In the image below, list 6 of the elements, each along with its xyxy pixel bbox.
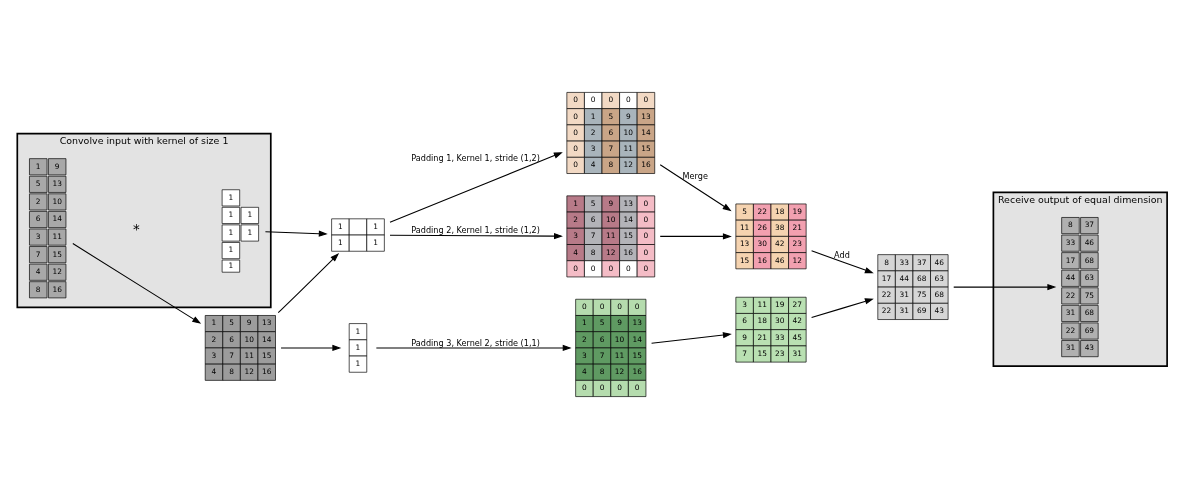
edge-label: Padding 1, Kernel 1, stride (1,2) xyxy=(411,153,540,164)
edge-label: Padding 2, Kernel 1, stride (1,2) xyxy=(411,225,540,236)
edge-label: Padding 3, Kernel 2, stride (1,1) xyxy=(411,337,540,348)
label: * xyxy=(132,220,140,237)
edge-label: Add xyxy=(834,250,850,261)
edge-label: Merge xyxy=(682,171,708,182)
